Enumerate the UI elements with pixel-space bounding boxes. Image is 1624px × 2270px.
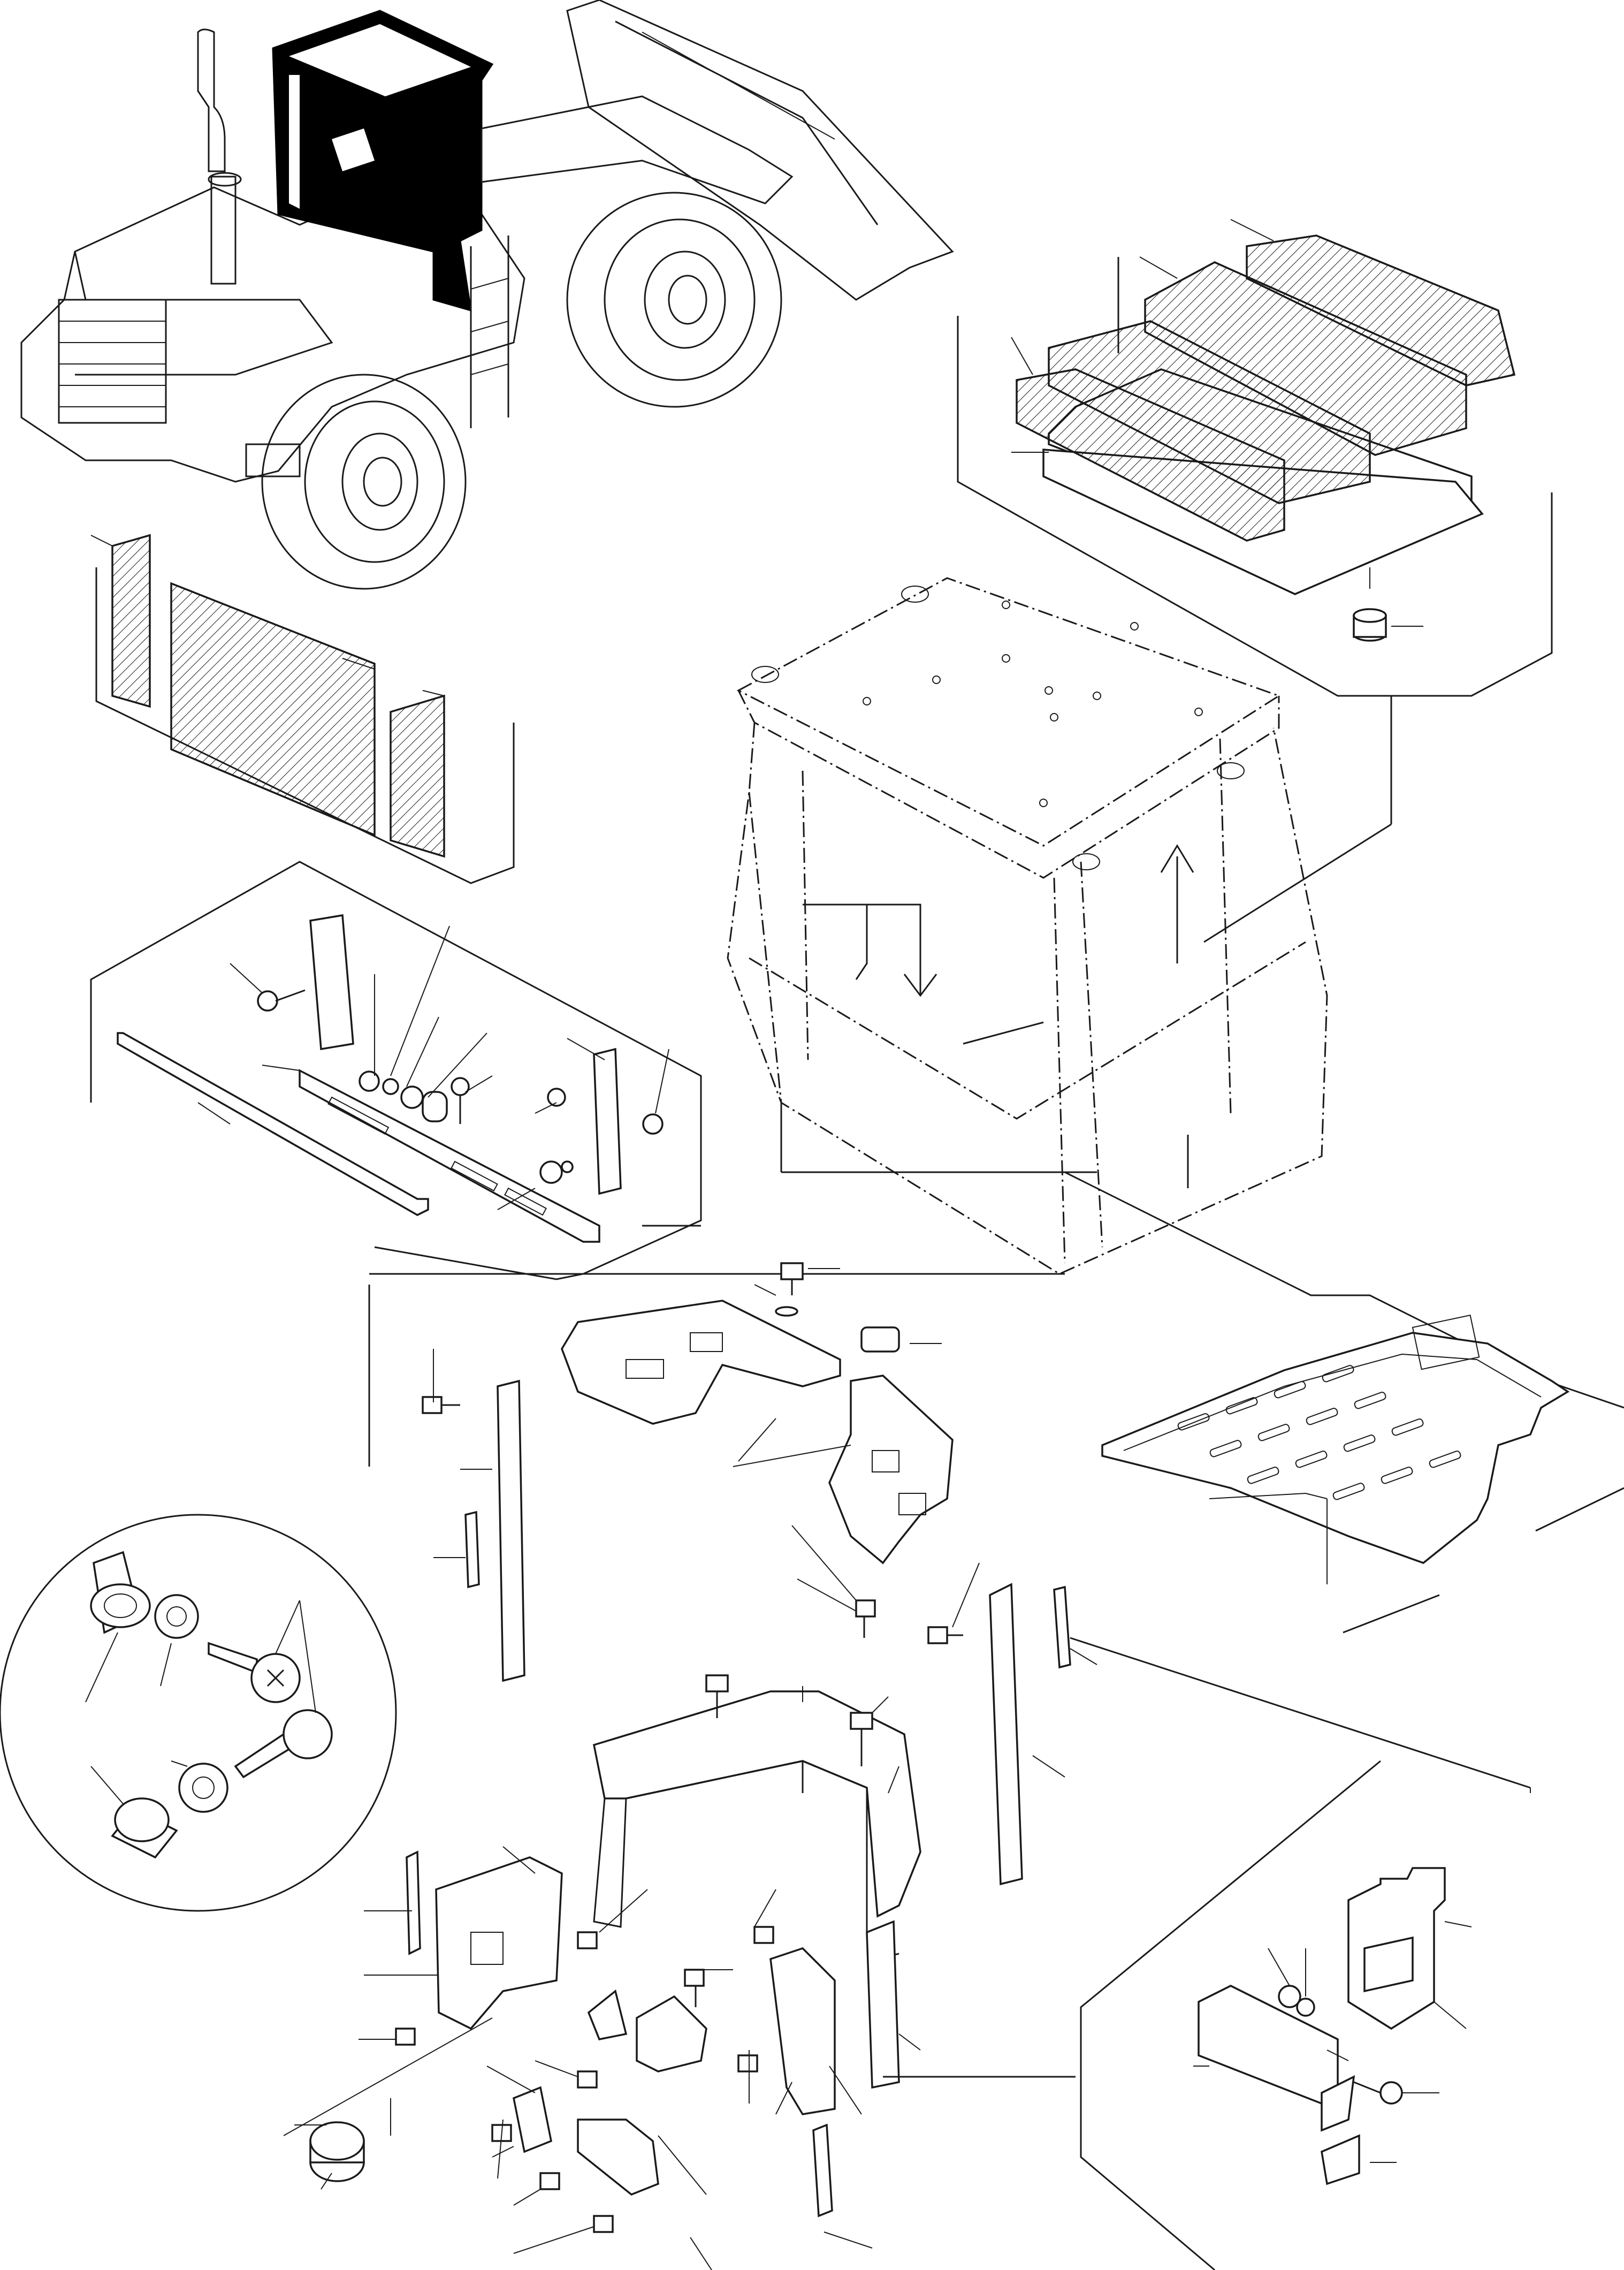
lower-trim-bolts (395, 1674, 873, 2233)
wheel-loader-overview (20, 0, 954, 590)
bracket-detail (1080, 1760, 1472, 2270)
tapping-screw-lower (234, 1709, 333, 1779)
front-wheel (261, 374, 467, 590)
front-bracket-assembly (90, 861, 702, 1280)
side-panels (90, 534, 515, 884)
mat-fastener (1353, 608, 1423, 642)
loader-bucket (481, 0, 954, 301)
plug-cap (309, 2121, 365, 2182)
exhaust-stack (197, 28, 242, 285)
tapping-screw-upper (208, 1642, 301, 1703)
floor-plate-slots (1177, 1365, 1461, 1500)
push-rivet-upper (90, 1551, 151, 1634)
floor-plate (1064, 1171, 1624, 1634)
fastener-detail-inset (0, 1514, 397, 1912)
leader-lines (642, 696, 1531, 1793)
interior-trim-upper (368, 1262, 1531, 1886)
bolt (230, 963, 306, 1012)
floor-mat-assembly (957, 219, 1553, 697)
trim-bolt (422, 1262, 963, 1644)
access-ladder (470, 236, 509, 428)
washer-upper (154, 1594, 199, 1639)
rear-wheel (566, 192, 782, 408)
washer-nut-set (359, 1071, 664, 1184)
push-rivet-lower (111, 1797, 178, 1859)
washer-lower (178, 1763, 228, 1813)
interior-trim-lower (283, 1674, 1076, 2270)
front-grille (58, 299, 167, 424)
cab-frame-outline (727, 577, 1328, 1275)
cab-highlight (272, 10, 494, 312)
